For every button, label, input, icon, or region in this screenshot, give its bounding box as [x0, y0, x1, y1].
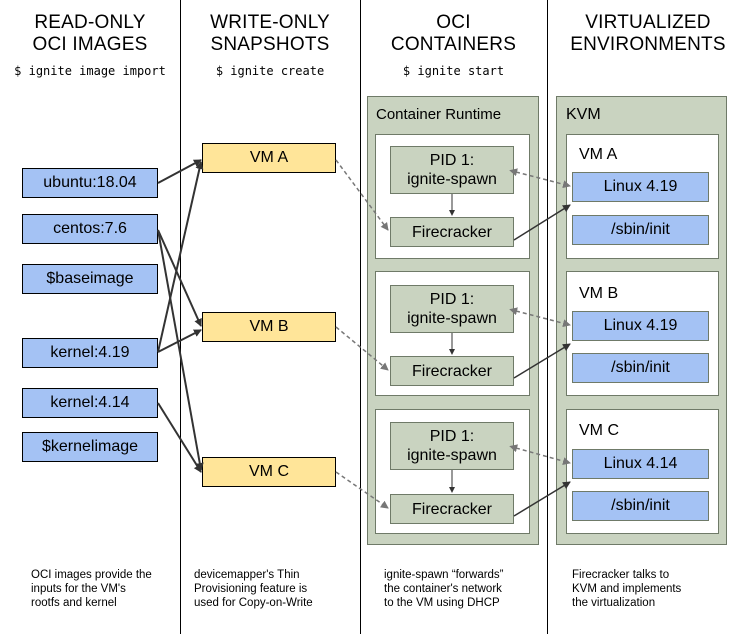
image-baseimage: $baseimage	[22, 264, 158, 294]
image-kernel-419: kernel:4.19	[22, 338, 158, 368]
column-divider	[360, 0, 361, 634]
description-environments: Firecracker talks to KVM and implements …	[572, 568, 732, 610]
image-centos: centos:7.6	[22, 214, 158, 244]
firecracker-c: Firecracker	[390, 494, 514, 524]
snapshot-vm-b: VM B	[202, 312, 336, 342]
pid1-ignite-spawn-b: PID 1: ignite-spawn	[390, 285, 514, 333]
desc-line: inputs for the VM's	[31, 583, 126, 595]
pid1-ignite-spawn-a: PID 1: ignite-spawn	[390, 146, 514, 194]
desc-line: ignite-spawn “forwards”	[384, 569, 504, 581]
kvm-vm-b-label: VM B	[579, 285, 619, 302]
title-line: OCI IMAGES	[32, 34, 148, 55]
desc-line: KVM and implements	[572, 583, 682, 595]
column-title-images: READ-ONLY OCI IMAGES	[0, 12, 180, 56]
desc-line: rootfs and kernel	[31, 597, 117, 609]
image-kernelimage: $kernelimage	[22, 432, 158, 462]
pid-label: PID 1:	[429, 291, 475, 308]
snapshot-vm-a: VM A	[202, 143, 336, 173]
kvm-title: KVM	[566, 106, 601, 123]
pid-process: ignite-spawn	[407, 310, 497, 327]
desc-line: the container's network	[384, 583, 502, 595]
column-divider	[180, 0, 181, 634]
kernel-linux-b: Linux 4.19	[572, 311, 709, 341]
command-image-import: $ ignite image import	[14, 64, 166, 78]
title-line: READ-ONLY	[34, 12, 146, 33]
column-divider	[547, 0, 548, 634]
command-start: $ ignite start	[402, 64, 505, 78]
column-title-containers: OCI CONTAINERS	[360, 12, 547, 56]
image-ubuntu: ubuntu:18.04	[22, 168, 158, 198]
title-line: OCI	[436, 12, 471, 33]
firecracker-a: Firecracker	[390, 217, 514, 247]
title-line: WRITE-ONLY	[210, 12, 330, 33]
kvm-vm-c-label: VM C	[579, 422, 619, 439]
pid-label: PID 1:	[429, 152, 475, 169]
pid-process: ignite-spawn	[407, 447, 497, 464]
desc-line: used for Copy-on-Write	[194, 597, 313, 609]
desc-line: devicemapper's Thin	[194, 569, 300, 581]
container-runtime-title: Container Runtime	[376, 106, 502, 123]
title-line: SNAPSHOTS	[210, 34, 330, 55]
desc-line: to the VM using DHCP	[384, 597, 500, 609]
desc-line: the virtualization	[572, 597, 656, 609]
pid1-ignite-spawn-c: PID 1: ignite-spawn	[390, 422, 514, 470]
init-a: /sbin/init	[572, 215, 709, 245]
kernel-linux-a: Linux 4.19	[572, 172, 709, 202]
firecracker-b: Firecracker	[390, 356, 514, 386]
title-line: ENVIRONMENTS	[570, 34, 726, 55]
pid-process: ignite-spawn	[407, 171, 497, 188]
description-snapshots: devicemapper's Thin Provisioning feature…	[194, 568, 354, 610]
kernel-linux-c: Linux 4.14	[572, 449, 709, 479]
desc-line: Firecracker talks to	[572, 569, 670, 581]
kvm-vm-a-label: VM A	[579, 146, 618, 163]
description-containers: ignite-spawn “forwards” the container's …	[384, 568, 544, 610]
image-kernel-414: kernel:4.14	[22, 388, 158, 418]
pid-label: PID 1:	[429, 428, 475, 445]
init-c: /sbin/init	[572, 491, 709, 521]
command-create: $ ignite create	[215, 64, 325, 78]
title-line: CONTAINERS	[390, 34, 517, 55]
column-title-snapshots: WRITE-ONLY SNAPSHOTS	[180, 12, 360, 56]
snapshot-vm-c: VM C	[202, 457, 336, 487]
title-line: VIRTUALIZED	[585, 12, 711, 33]
description-images: OCI images provide the inputs for the VM…	[31, 568, 176, 610]
column-title-environments: VIRTUALIZED ENVIRONMENTS	[547, 12, 749, 56]
desc-line: OCI images provide the	[31, 569, 152, 581]
desc-line: Provisioning feature is	[194, 583, 308, 595]
init-b: /sbin/init	[572, 353, 709, 383]
